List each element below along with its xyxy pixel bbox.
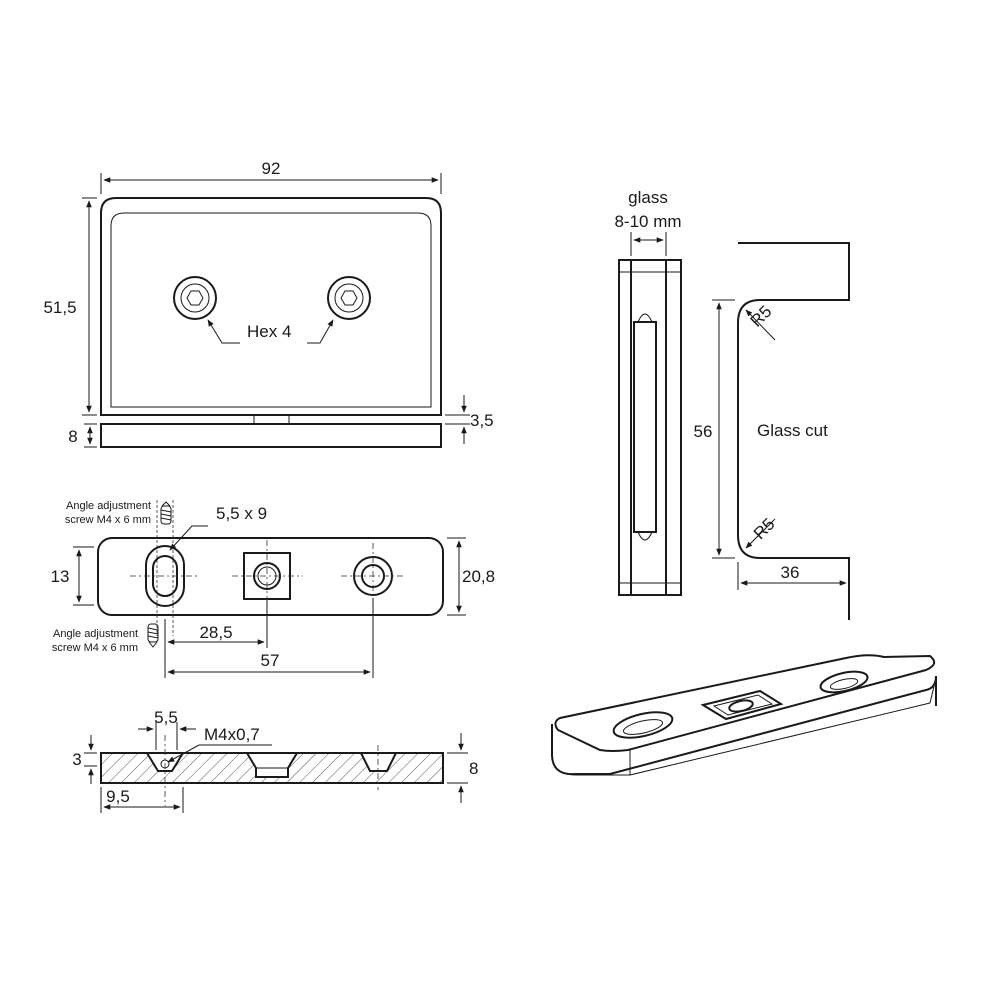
base-plate-section-view: 5,5 M4x0,7 3 8 9,5 [72, 708, 478, 813]
screw-bottom-label-line2: screw M4 x 6 mm [52, 642, 138, 654]
hex-screw-right [327, 276, 371, 320]
radius-top-label: R5 [747, 302, 776, 331]
dimension-9-5: 9,5 [106, 787, 130, 806]
height-dimension: 51,5 [43, 298, 76, 317]
gap-dimension: 3,5 [470, 411, 494, 430]
thread-label: M4x0,7 [204, 725, 260, 744]
adjustment-screw-bottom-icon [147, 623, 159, 648]
glass-cut-label: Glass cut [757, 421, 828, 440]
iso-slot-hole [612, 711, 674, 739]
dimension-5-5: 5,5 [154, 708, 178, 727]
radius-bottom-label: R5 [750, 514, 779, 543]
dimension-28-5: 28,5 [199, 623, 232, 642]
slot-hole [145, 545, 185, 607]
glass-cut-depth-dimension: 36 [781, 563, 800, 582]
front-view: Hex 4 92 51,5 8 3,5 [43, 159, 494, 448]
iso-round-hole [819, 670, 869, 694]
side-view: glass 8-10 mm [614, 188, 682, 596]
hex-screw-left [173, 276, 217, 320]
base-dimension: 8 [68, 427, 77, 446]
glass-label-line1: glass [628, 188, 668, 207]
screw-top-label-line1: Angle adjustment [66, 500, 151, 512]
isometric-plate-view [551, 654, 937, 776]
iso-square-nut-hole [700, 689, 784, 721]
glass-cut-view: 56 R5 R5 Glass cut 36 [694, 242, 850, 620]
slot-dimension: 5,5 x 9 [216, 504, 267, 523]
glass-label-line2: 8-10 mm [614, 212, 681, 231]
dimension-8: 8 [469, 759, 478, 778]
screw-bottom-label-line1: Angle adjustment [53, 628, 138, 640]
dimension-57: 57 [261, 651, 280, 670]
adjustment-screw-top-icon [160, 501, 172, 525]
width-dimension: 92 [262, 159, 281, 178]
hex-label: Hex 4 [247, 322, 291, 341]
dimension-3: 3 [72, 750, 81, 769]
glass-cut-height-dimension: 56 [694, 422, 713, 441]
screw-top-label-line2: screw M4 x 6 mm [65, 514, 151, 526]
plate-inner-height-dimension: 13 [51, 567, 70, 586]
base-plate-top-view: Angle adjustment screw M4 x 6 mm Angle a… [51, 500, 495, 678]
plate-height-dimension: 20,8 [462, 567, 495, 586]
